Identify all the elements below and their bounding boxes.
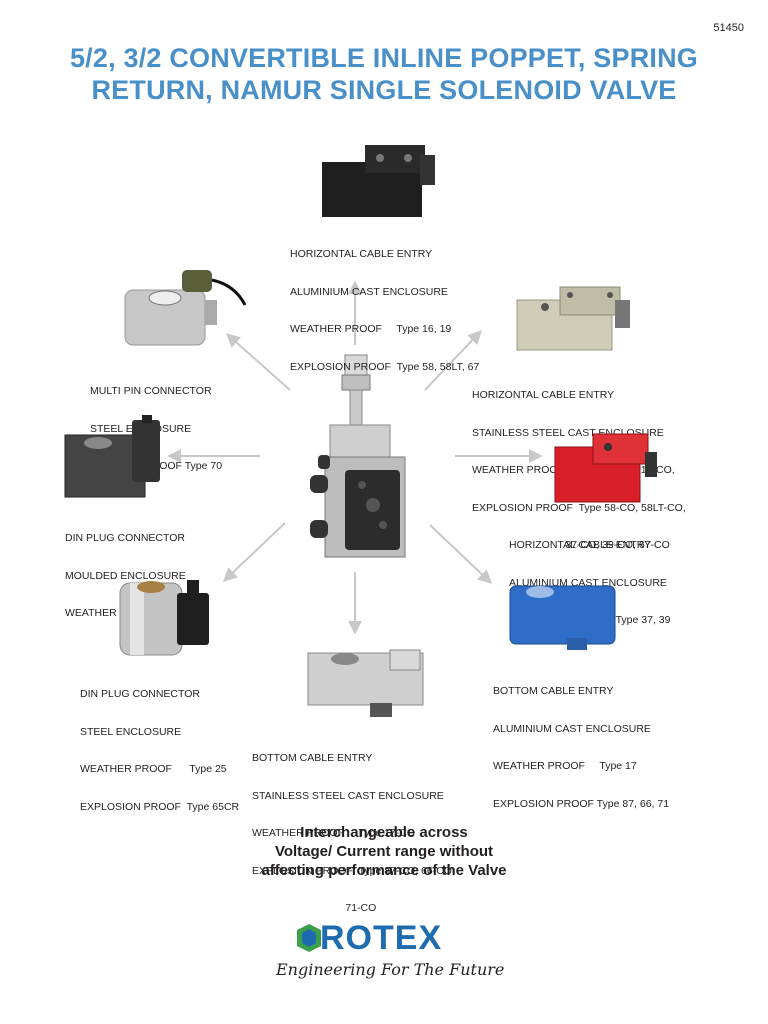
arrow-lower-left [222, 522, 286, 582]
caption-top: HORIZONTAL CABLE ENTRY ALUMINIUM CAST EN… [290, 223, 479, 386]
document-number: 51450 [713, 22, 744, 34]
caption-line: EXPLOSION PROOF Type 87-CO, 66-CO, [252, 864, 455, 877]
caption-ss-bottom: BOTTOM CABLE ENTRY STAINLESS STEEL CAST … [252, 727, 455, 927]
red-horizontal-solenoid-image [554, 433, 657, 503]
title-line-1: 5/2, 3/2 CONVERTIBLE INLINE POPPET, SPRI… [69, 43, 699, 73]
arrow-upper-left [225, 333, 291, 391]
page-title: 5/2, 3/2 CONVERTIBLE INLINE POPPET, SPRI… [0, 42, 768, 106]
caption-line: STAINLESS STEEL CAST ENCLOSURE [252, 789, 444, 802]
caption-ss-horizontal: HORIZONTAL CABLE ENTRY STAINLESS STEEL C… [472, 364, 686, 564]
din-steel-solenoid-image [119, 580, 209, 656]
tagline-line: affecting performance of the Valve [261, 862, 507, 879]
caption-line: EXPLOSION PROOF Type 65CR [80, 800, 240, 813]
caption-line: HORIZONTAL CABLE ENTRY [472, 389, 615, 401]
caption-line: MULTI PIN CONNECTOR [90, 385, 212, 397]
caption-line: WEATHER PROOF Type 25 [80, 763, 227, 775]
caption-line: BOTTOM CABLE ENTRY [493, 685, 614, 697]
caption-line: STEEL ENCLOSURE [80, 725, 182, 738]
blue-bottom-solenoid-image [509, 585, 616, 650]
caption-line: WEATHER PROOF Type 16, 19 [290, 323, 452, 335]
caption-line: EXPLOSION PROOF Type 58-CO, 58LT-CO, [472, 501, 686, 514]
caption-line: WEATHER PROOF Type 17 [493, 760, 637, 772]
valve-body-image [310, 354, 406, 558]
tagline-line: Interchangeable across [300, 824, 468, 841]
arrow-lower-right [429, 524, 493, 584]
caption-line: HORIZONTAL CABLE ENTRY [509, 539, 652, 551]
caption-line: DIN PLUG CONNECTOR [65, 532, 185, 544]
caption-din-steel: DIN PLUG CONNECTOR STEEL ENCLOSURE WEATH… [80, 663, 239, 826]
title-line-2: RETURN, NAMUR SINGLE SOLENOID VALVE [91, 75, 677, 105]
caption-line: WEATHER PROOF Type 17-CO [252, 827, 415, 839]
brand-slogan: Engineering For The Future [276, 960, 505, 979]
caption-line: 71-CO [252, 902, 377, 914]
caption-line: EXPLOSION PROOF Type 87, 66, 71 [493, 797, 670, 810]
caption-line: DIN PLUG CONNECTOR [80, 688, 200, 700]
din-moulded-solenoid-image [64, 415, 160, 498]
caption-line: BOTTOM CABLE ENTRY [252, 752, 373, 764]
caption-line: 37-CO, 39-CO, 67-CO [472, 539, 670, 551]
tagline-line: Voltage/ Current range without [274, 843, 494, 860]
rotex-emblem-icon [297, 924, 321, 952]
top-solenoid-image [322, 145, 435, 217]
caption-line: EXPLOSION PROOF Type 58, 58LT, 67 [290, 360, 480, 373]
arrow-upper-right [424, 329, 482, 391]
tagline: Interchangeable across Voltage/ Current … [0, 823, 768, 880]
caption-line: HORIZONTAL CABLE ENTRY [290, 248, 433, 260]
multi-pin-solenoid-image [124, 270, 247, 346]
caption-line: MOULDED ENCLOSURE [65, 569, 186, 582]
caption-line: ALUMINIUM CAST ENCLOSURE [290, 285, 448, 298]
stainless-bottom-solenoid-image [307, 649, 424, 717]
caption-line: ALUMINIUM CAST ENCLOSURE [493, 722, 651, 735]
brand-name: ROTEX [320, 919, 443, 957]
stainless-horizontal-solenoid-image [516, 286, 630, 351]
caption-blue-bottom: BOTTOM CABLE ENTRY ALUMINIUM CAST ENCLOS… [493, 660, 669, 823]
rotex-logo: ROTEX Engineering For The Future [270, 918, 510, 988]
